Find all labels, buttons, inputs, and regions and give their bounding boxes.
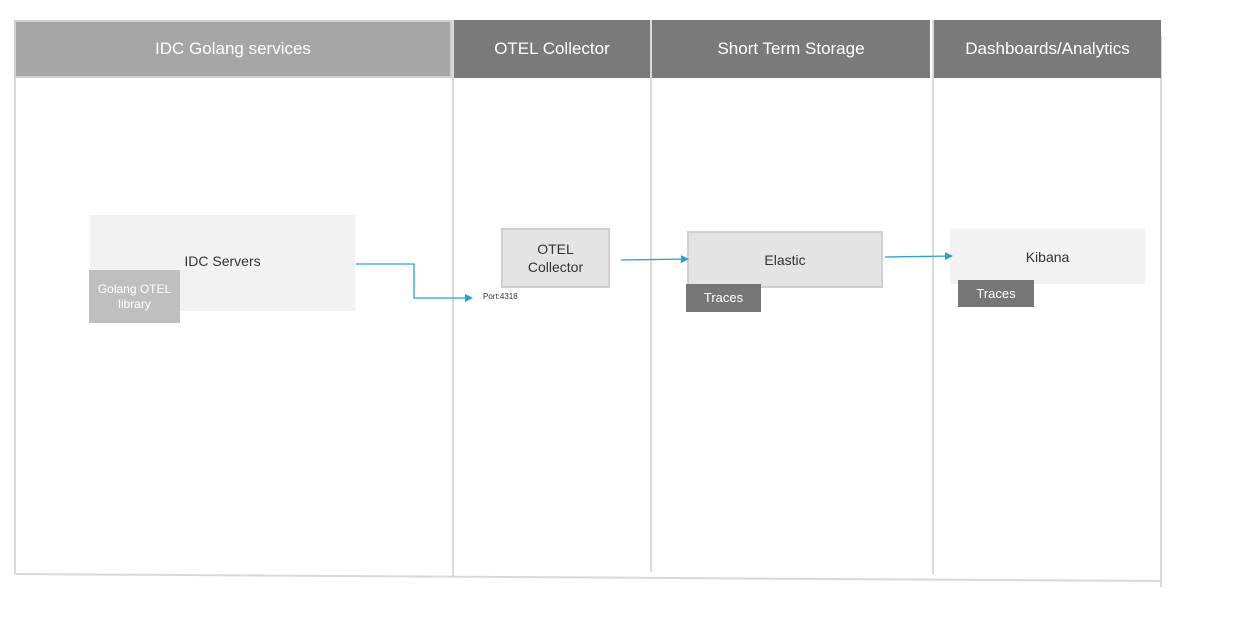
- frame-right-border: [1160, 36, 1162, 587]
- kibana-traces-label: Traces: [976, 285, 1016, 301]
- otel-collector-node: OTEL Collector: [501, 228, 610, 288]
- lane-title: IDC Golang services: [155, 39, 311, 58]
- kibana-traces-tag: Traces: [958, 280, 1034, 307]
- golang-otel-library-label: Golang OTEL library: [97, 281, 172, 311]
- idc-servers-label: IDC Servers: [184, 253, 261, 269]
- lane-header-short-term-storage: Short Term Storage: [652, 20, 930, 78]
- edge-idc-to-otel: [356, 263, 473, 302]
- lane-header-dashboards-analytics: Dashboards/Analytics: [934, 20, 1161, 78]
- elastic-node: Elastic: [687, 231, 883, 288]
- lane-title: Short Term Storage: [717, 39, 865, 58]
- kibana-label: Kibana: [1025, 248, 1070, 265]
- edge-elastic-to-kibana: [884, 252, 953, 261]
- kibana-node: Kibana: [950, 229, 1145, 284]
- otel-collector-label: OTEL Collector: [527, 241, 584, 275]
- elastic-traces-label: Traces: [703, 290, 744, 305]
- lane-divider-3: [932, 20, 934, 574]
- edge-otel-to-elastic: [620, 255, 689, 264]
- lane-title: Dashboards/Analytics: [965, 39, 1130, 58]
- elastic-label: Elastic: [764, 251, 806, 268]
- frame-left-border: [14, 20, 16, 574]
- lane-header-otel-collector: OTEL Collector: [454, 20, 650, 78]
- lane-divider-2: [650, 20, 652, 572]
- elastic-traces-tag: Traces: [686, 284, 761, 312]
- lane-header-golang-services: IDC Golang services: [14, 20, 452, 78]
- port-label: Port:4318: [483, 292, 518, 301]
- lane-title: OTEL Collector: [494, 39, 610, 58]
- golang-otel-library-tag: Golang OTEL library: [89, 270, 180, 323]
